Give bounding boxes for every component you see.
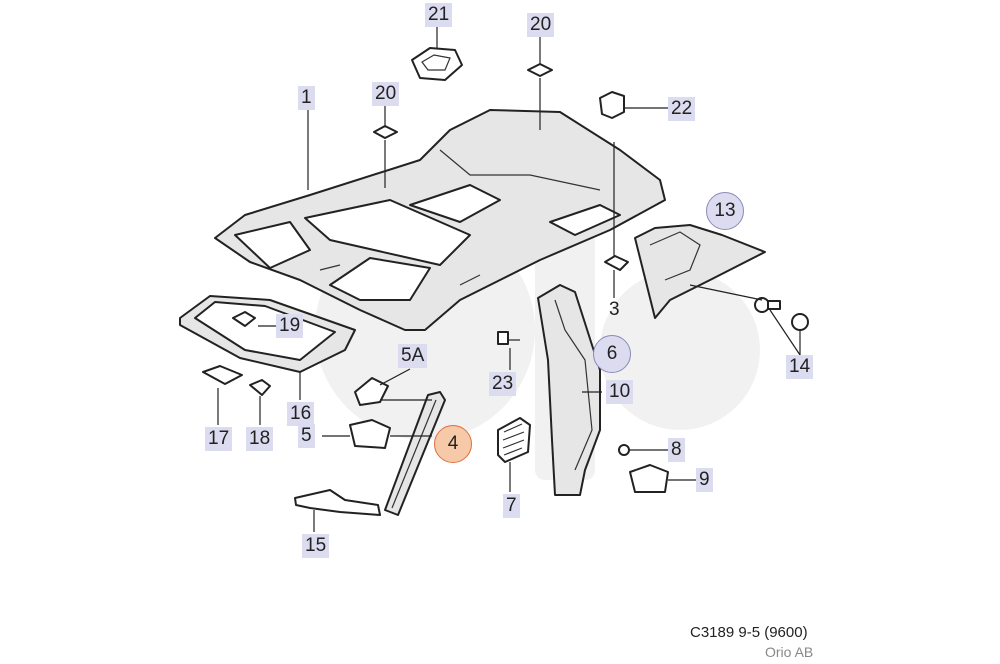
callout-20-left: 20	[372, 82, 400, 106]
callout-14: 14	[786, 355, 814, 379]
callout-8: 8	[668, 438, 685, 462]
callout-3: 3	[609, 299, 620, 320]
callout-5: 5	[298, 424, 315, 448]
nut-part	[618, 444, 630, 456]
headliner-part	[214, 109, 666, 331]
callout-6: 6	[593, 335, 631, 373]
sunroof-frame-part	[179, 295, 356, 373]
callout-16: 16	[287, 402, 315, 426]
clip-3-part	[604, 255, 629, 271]
b-pillar-trim-part	[537, 284, 601, 496]
clip-9-part	[629, 464, 669, 493]
retainer-part	[249, 379, 271, 396]
callout-18: 18	[246, 427, 274, 451]
callout-17: 17	[205, 427, 233, 451]
grab-handle-clip-part	[599, 91, 625, 119]
callout-23: 23	[489, 372, 517, 396]
clip-part-upper	[527, 63, 553, 77]
sunroof-clip-part	[232, 311, 256, 327]
callout-4-highlighted: 4	[434, 425, 472, 463]
cover-part	[202, 365, 243, 385]
dome-light-housing-part	[411, 47, 463, 81]
clip-5a-part	[354, 377, 389, 406]
callout-13: 13	[706, 192, 744, 230]
callout-22: 22	[668, 97, 696, 121]
callout-9: 9	[696, 468, 713, 492]
a-pillar-trim-part	[384, 391, 446, 516]
fastener-14-parts	[754, 297, 809, 331]
c-pillar-trim-part	[634, 224, 766, 319]
diagram-code: C3189 9-5 (9600)	[690, 624, 808, 641]
clip-5-part	[349, 419, 391, 449]
speaker-grille-part	[497, 417, 531, 463]
clip-part-left	[373, 125, 398, 139]
callout-5a: 5A	[398, 344, 428, 368]
callout-1: 1	[298, 86, 315, 110]
leader-lines	[217, 27, 801, 532]
brand-name: Orio AB	[765, 644, 814, 660]
grab-handle-part	[294, 489, 381, 516]
callout-10: 10	[606, 380, 634, 404]
callout-20-upper: 20	[527, 13, 555, 37]
callout-15: 15	[302, 534, 330, 558]
screw-23-part	[497, 331, 520, 345]
callout-7: 7	[503, 494, 520, 518]
callout-19: 19	[276, 314, 304, 338]
callout-21: 21	[425, 3, 453, 27]
